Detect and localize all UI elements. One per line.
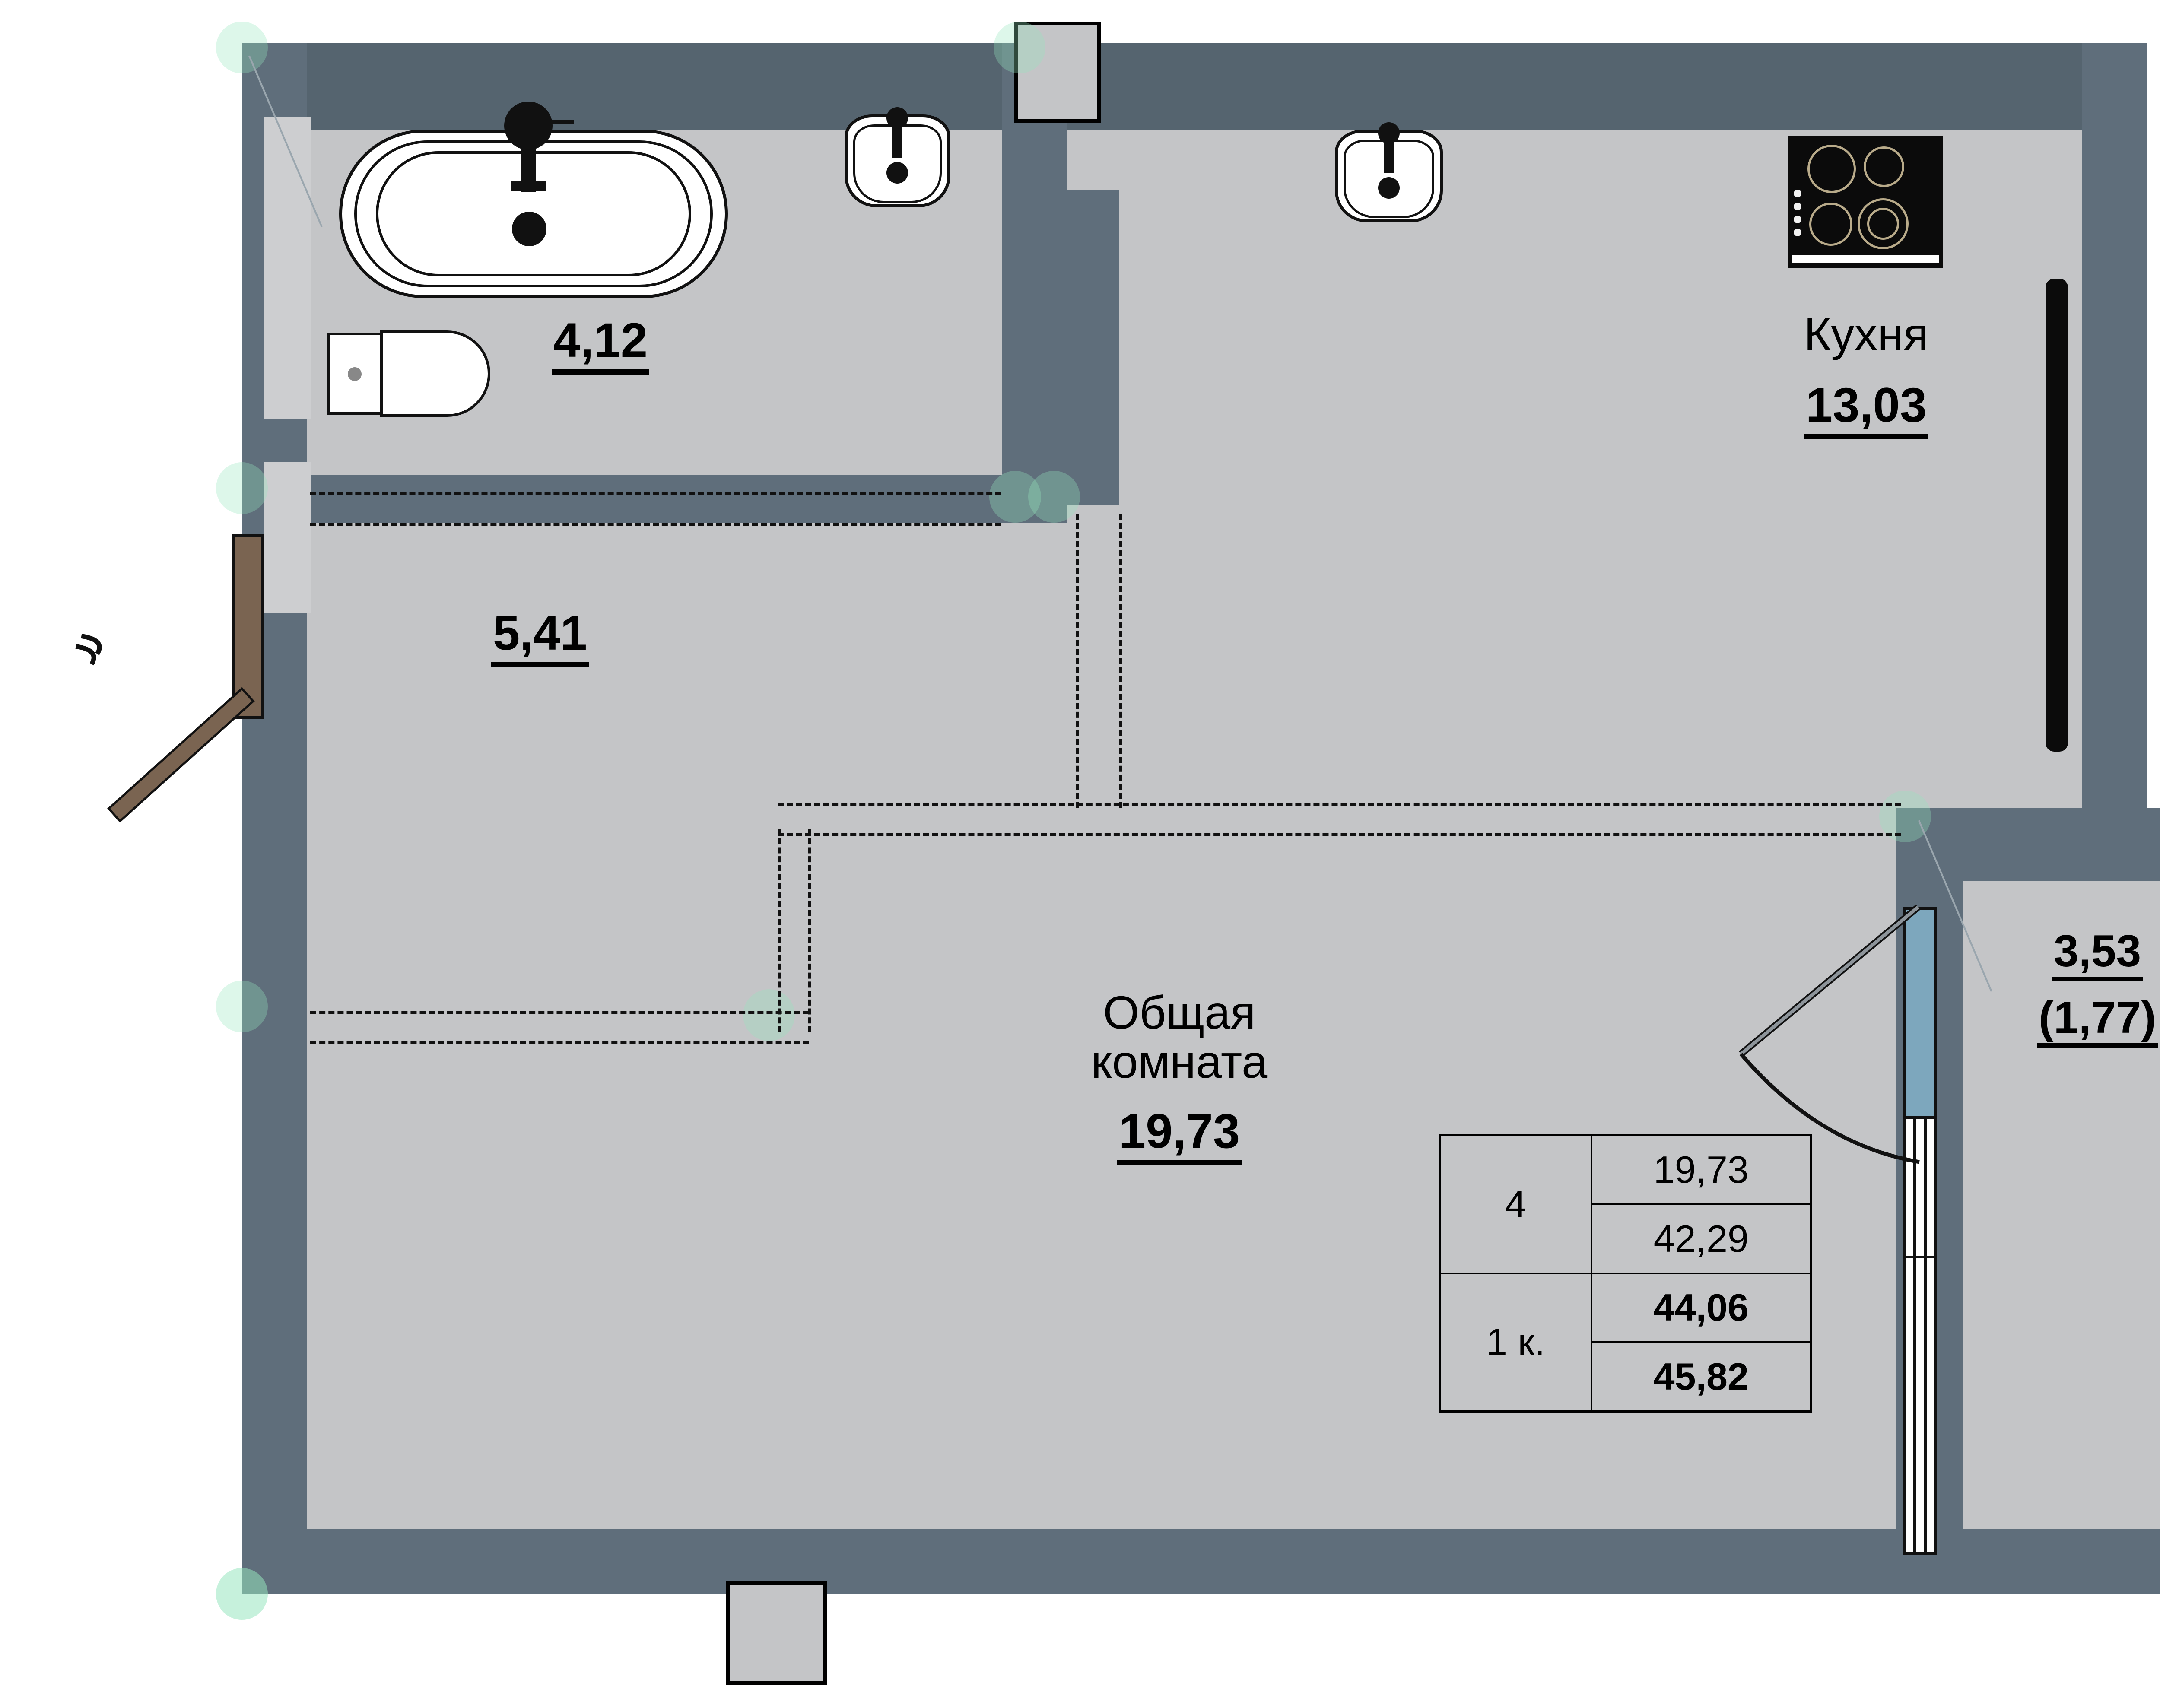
future-partition-line: [1119, 514, 1122, 808]
info-total-area-no-balcony: 42,29: [1592, 1205, 1810, 1274]
floor-fill-main: [242, 43, 2147, 1594]
node-marker: [216, 462, 268, 514]
node-marker: [743, 989, 795, 1041]
toilet-button-icon: [348, 367, 362, 381]
entrance-door[interactable]: [232, 534, 264, 719]
kitchen-label: Кухня 13,03: [1702, 302, 2030, 440]
balcony-label: 3,53 (1,77): [1959, 920, 2160, 1048]
washbasin-drain-icon: [886, 162, 908, 184]
cooktop-knob: [1794, 190, 1801, 197]
node-marker: [1028, 471, 1080, 523]
balcony-door-swing-arc: [1738, 904, 1921, 1164]
cooktop-burner: [1807, 145, 1856, 193]
cooktop-burner: [1809, 203, 1852, 246]
wall-exterior-top: [242, 43, 2147, 130]
cooktop-knob: [1794, 203, 1801, 210]
hall-label: 5,41: [432, 600, 648, 667]
future-partition-line: [808, 829, 811, 1032]
info-living-area: 19,73: [1592, 1136, 1810, 1205]
wall-exterior-bottom: [242, 1529, 2147, 1594]
node-marker: [994, 22, 1045, 73]
future-partition-line: [778, 803, 1901, 806]
window-mullion: [1913, 1118, 1916, 1552]
kitchen-sink-drain-icon: [1378, 177, 1400, 199]
wall-balcony-bottom: [1896, 1529, 2160, 1594]
node-marker: [216, 1568, 268, 1620]
toilet-icon: [380, 330, 490, 417]
window-mullion: [1924, 1118, 1927, 1552]
balcony-door[interactable]: [1903, 907, 1937, 1119]
future-partition-line: [310, 523, 1001, 526]
apartment-info-table: 4 1 к. 19,73 42,29 44,06 45,82: [1439, 1134, 1812, 1413]
bathtub-faucet-icon: [504, 102, 553, 150]
bathtub-faucet-cross: [511, 181, 546, 191]
cooktop-trim: [1792, 255, 1939, 263]
wall-niche-left-upper: [264, 117, 311, 419]
info-total-area-full: 45,82: [1653, 1355, 1749, 1398]
hall-area: 5,41: [491, 607, 589, 667]
wall-bathroom-bottom: [242, 475, 1067, 523]
future-partition-line: [1076, 514, 1079, 808]
floor-fill-balcony: [1925, 881, 2160, 1559]
node-marker: [216, 22, 268, 73]
node-marker: [216, 1568, 268, 1620]
radiator-icon: [2046, 279, 2068, 752]
balcony-area-reduced: (1,77): [2037, 994, 2158, 1048]
info-rooms-count: 1 к.: [1486, 1321, 1545, 1364]
future-partition-line: [310, 1011, 809, 1014]
window-transom: [1906, 1256, 1934, 1258]
cooktop-burner: [1858, 198, 1909, 249]
cooktop-knob: [1794, 229, 1801, 236]
future-partition-line: [778, 833, 1901, 836]
living-room-area: 19,73: [1117, 1105, 1242, 1165]
info-table-right-column: 19,73 42,29 44,06 45,82: [1592, 1136, 1810, 1410]
bathtub-faucet-handle: [548, 120, 574, 124]
info-total-area-with-reduced: 44,06: [1592, 1274, 1810, 1343]
entrance-door-handle-icon: [75, 634, 102, 666]
cooktop-knob: [1794, 216, 1801, 223]
future-partition-line: [778, 829, 781, 1032]
cooktop-icon: [1788, 136, 1943, 268]
living-room-name: Общая комната: [1091, 986, 1268, 1088]
balcony-area: 3,53: [2052, 927, 2143, 982]
info-floor-number: 4: [1441, 1136, 1591, 1274]
balcony-glazing-left: [1903, 1114, 1937, 1555]
washbasin-faucet-icon: [886, 107, 908, 129]
wall-exterior-right-upper: [2082, 43, 2147, 821]
column-top-left: [1014, 22, 1101, 123]
bathroom-area: 4,12: [552, 314, 649, 375]
entrance-door-swing-leaf: [107, 687, 255, 823]
bathroom-label: 4,12: [492, 308, 708, 375]
bathtub-drain-icon: [512, 212, 546, 246]
info-table-left-column: 4 1 к.: [1441, 1136, 1592, 1410]
kitchen-name: Кухня: [1804, 308, 1929, 360]
column-bottom-left: [726, 1581, 827, 1685]
cooktop-burner: [1864, 146, 1904, 187]
living-room-label: Общая комната 19,73: [985, 981, 1374, 1165]
node-marker: [216, 981, 268, 1032]
future-partition-line: [310, 492, 1001, 495]
future-partition-line: [310, 1041, 809, 1044]
node-marker: [989, 471, 1041, 523]
wall-kitchen-right-return: [1896, 808, 2147, 881]
kitchen-area: 13,03: [1804, 380, 1929, 440]
cooktop-burner-inner: [1867, 208, 1899, 240]
kitchen-sink-faucet-icon: [1378, 122, 1400, 144]
wall-hall-kitchen-divider-vert: [1054, 190, 1119, 505]
wall-niche-left-lower: [264, 462, 311, 613]
